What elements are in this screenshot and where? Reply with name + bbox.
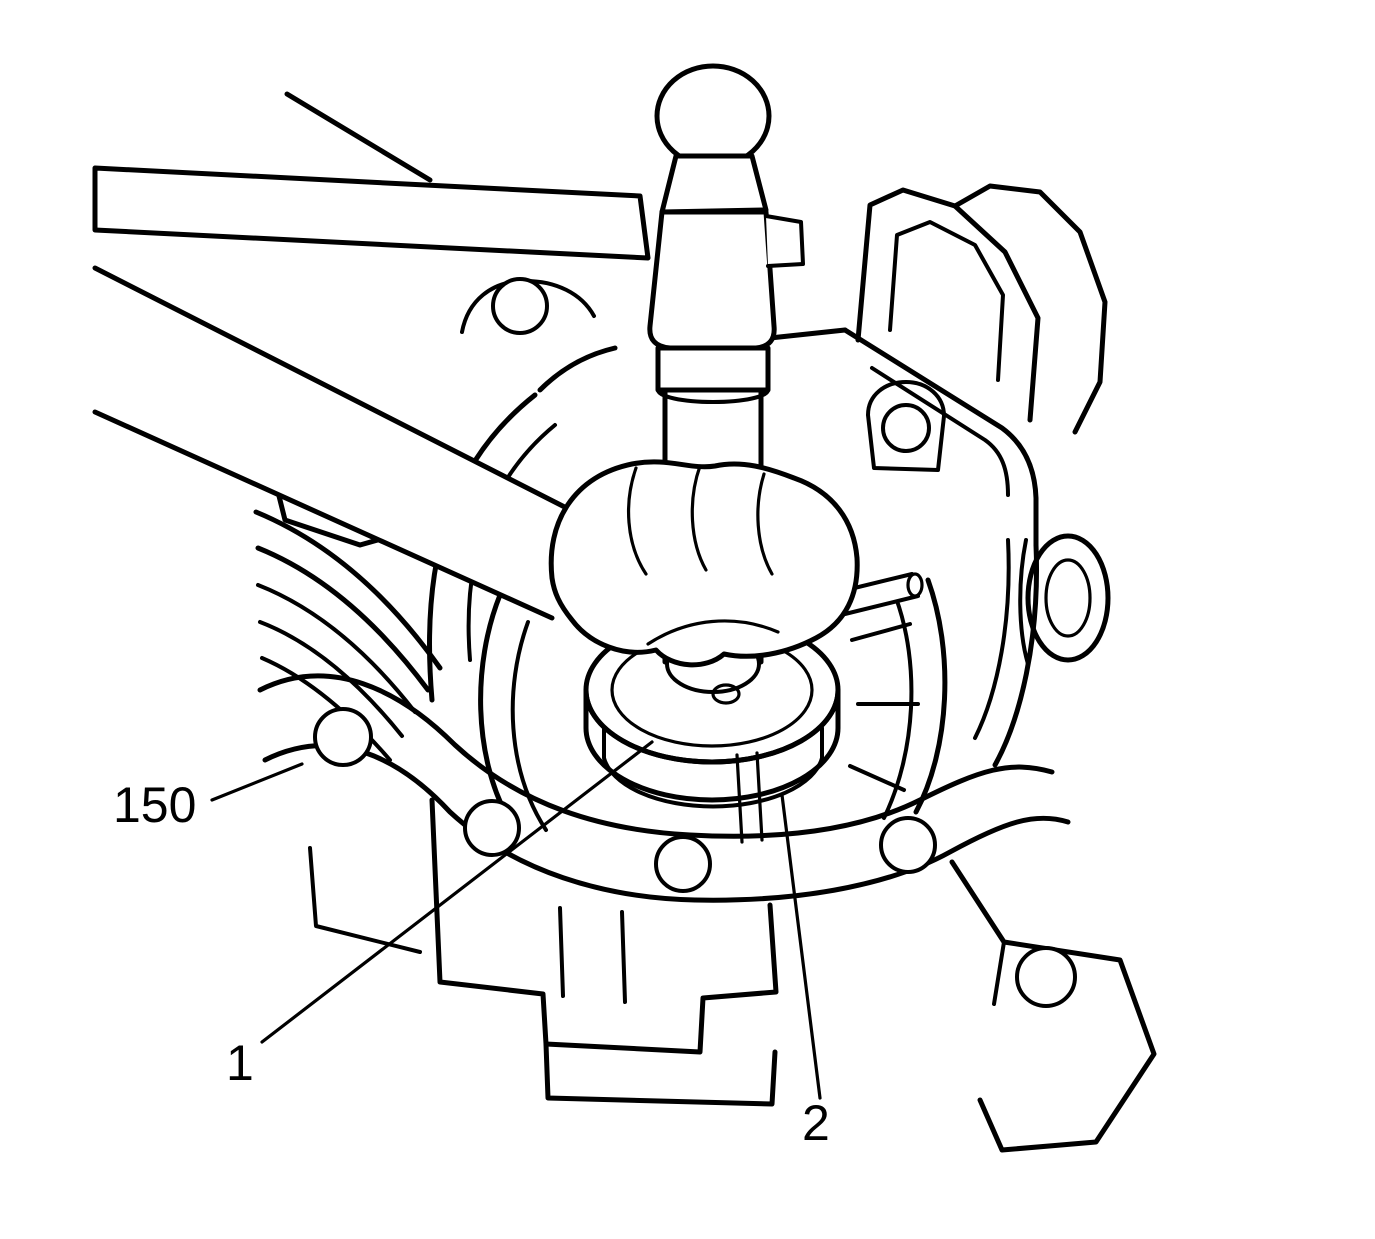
case-seal-bore <box>478 577 948 832</box>
bolt-hole <box>491 277 549 335</box>
forearm-illustration <box>92 265 603 621</box>
bolt-hole <box>879 816 937 874</box>
leader-line-2 <box>780 793 822 1100</box>
hammer-cheek <box>764 214 805 268</box>
seal-ring <box>602 726 824 809</box>
bolt-hole <box>654 835 712 893</box>
case-right-boss <box>1018 533 1111 666</box>
case-bottom-center <box>308 797 779 1107</box>
bolt-hole <box>313 707 373 767</box>
leader-line-150 <box>210 762 304 802</box>
callout-label-2: 2 <box>802 1095 830 1151</box>
case-right-flange <box>973 538 1039 768</box>
thumb-line <box>646 619 780 646</box>
hammer-ball-pein <box>654 63 772 169</box>
hand-illustration <box>548 459 860 668</box>
hammer-illustration <box>92 63 805 404</box>
bolt-hole <box>881 403 931 453</box>
case-gasket-flange <box>257 673 1071 903</box>
hammer-neck <box>659 153 769 215</box>
bolt-hole <box>463 799 521 857</box>
case-bottom-right <box>949 859 1157 1153</box>
hammer-handle <box>92 165 651 261</box>
callout-label-1: 1 <box>226 1035 254 1091</box>
callout-label-150: 150 <box>113 777 196 833</box>
hammer-face-collar <box>655 345 771 393</box>
case-left-ribs <box>253 509 443 762</box>
hammer-handle-edge <box>284 91 433 183</box>
leader-line-1 <box>260 740 654 1044</box>
bolt-hole <box>1015 946 1077 1008</box>
case-top-right <box>855 183 1108 472</box>
hammer-head <box>647 209 777 351</box>
tool-pin <box>711 683 741 705</box>
callouts: 150 1 2 <box>113 740 830 1151</box>
